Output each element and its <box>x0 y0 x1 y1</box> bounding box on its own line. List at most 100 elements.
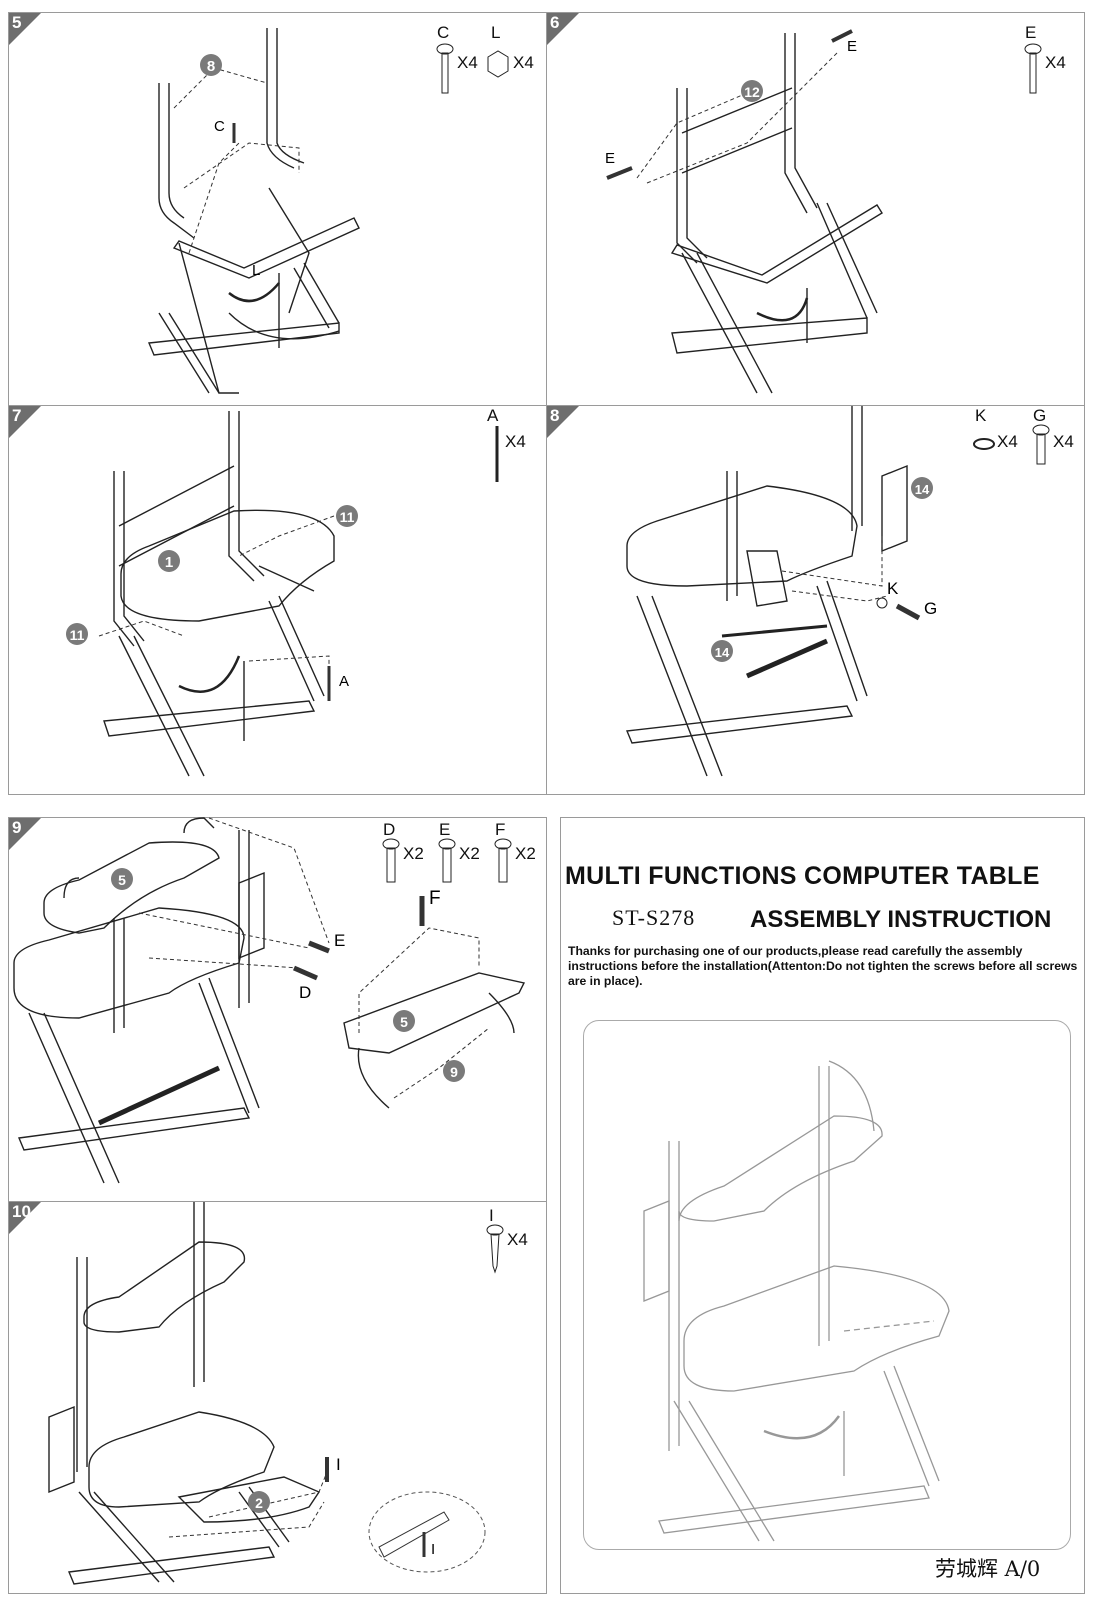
step-10-illustration: 2 I I <box>48 1202 486 1585</box>
part-qty: X4 <box>1053 432 1074 451</box>
nut-label: L <box>252 262 260 279</box>
step-number-badge: 9 <box>9 818 41 850</box>
step-10-panel: 10 2 I I I X4 <box>8 1201 547 1594</box>
parts-legend: C X4 L X4 <box>427 21 547 101</box>
screw-label: C <box>214 118 225 135</box>
part-letter: C <box>437 23 450 42</box>
part-letter: I <box>489 1206 494 1225</box>
detail-screw-label: I <box>431 1541 435 1558</box>
detail-callout <box>368 1491 486 1573</box>
footer-code: 劳城辉 A/0 <box>935 1557 1041 1581</box>
parts-legend: E X4 <box>1017 21 1085 101</box>
finished-product-preview <box>583 1020 1071 1550</box>
step-7-panel: 7 11 11 1 A A X4 <box>8 405 547 795</box>
screw-icon <box>382 838 400 883</box>
tray-number-label: 2 <box>255 1495 263 1511</box>
part-letter: E <box>439 820 451 839</box>
parts-legend: A X4 <box>479 406 547 496</box>
step-number-badge: 7 <box>9 406 41 438</box>
part-letter: E <box>1025 23 1037 42</box>
part-number-label: 14 <box>715 645 730 660</box>
part-callout-circle <box>741 80 763 102</box>
document-title: MULTI FUNCTIONS COMPUTER TABLE <box>565 862 1040 890</box>
part-callout-circle <box>111 868 133 890</box>
step-6-illustration: 12 E E <box>605 29 883 394</box>
part-qty: X2 <box>515 844 536 863</box>
cover-panel <box>560 817 1085 1594</box>
washer-icon <box>973 438 995 450</box>
part-callout-circle <box>336 505 358 527</box>
screw-icon <box>486 1224 504 1274</box>
part-number-label: 12 <box>744 84 760 100</box>
screw-icon <box>438 838 456 883</box>
part-qty: X4 <box>513 53 534 72</box>
screw-icon <box>495 426 499 482</box>
screw-icon <box>1024 43 1042 94</box>
part-callout-circle <box>911 477 933 499</box>
screw-icon <box>436 43 454 94</box>
screw-icon <box>831 29 853 43</box>
part-callout-circle <box>158 550 180 572</box>
part-callout-circle <box>711 640 733 662</box>
step-number-badge: 10 <box>9 1202 41 1234</box>
part-qty: X4 <box>997 432 1018 451</box>
screw-label: E <box>605 150 615 167</box>
screw-label: D <box>299 983 311 1002</box>
screw-icon <box>606 166 633 180</box>
nut-icon <box>487 50 509 78</box>
screw-label: E <box>847 38 857 55</box>
seat-number-label: 1 <box>165 554 173 571</box>
part-number-label: 14 <box>915 482 930 497</box>
parts-legend: D X2 E X2 F X2 <box>377 820 547 900</box>
part-letter: D <box>383 820 396 839</box>
part-qty: X4 <box>1045 53 1066 72</box>
part-qty: X4 <box>505 432 526 451</box>
part-letter: A <box>487 406 499 425</box>
part-number-label: 9 <box>450 1064 458 1080</box>
part-qty: X4 <box>507 1230 528 1249</box>
part-number-label: 5 <box>400 1014 408 1030</box>
finished-table-illustration <box>643 1060 950 1542</box>
part-letter: K <box>975 406 987 425</box>
part-callout-circle <box>248 1491 270 1513</box>
parts-legend: K X4 G X4 <box>965 406 1085 496</box>
washer-label: K <box>887 579 899 598</box>
notice-text: Thanks for purchasing one of our product… <box>568 944 1078 988</box>
step-number-badge: 5 <box>9 13 41 45</box>
part-number-label: 11 <box>70 627 85 643</box>
step-number-badge: 6 <box>547 13 579 45</box>
screw-label: G <box>924 599 937 618</box>
part-callout-circle <box>443 1060 465 1082</box>
step-5-panel: 5 8 C L C <box>8 12 547 406</box>
screw-icon <box>494 838 512 883</box>
part-number-label: 11 <box>340 509 355 525</box>
screw-icon <box>293 965 318 981</box>
model-number: ST-S278 <box>612 905 696 930</box>
step-7-illustration: 11 11 1 A <box>66 411 358 777</box>
step-number-badge: 8 <box>547 406 579 438</box>
step-6-panel: 6 12 E E E X4 <box>546 12 1085 406</box>
step-8-panel: 8 14 14 K G K X4 <box>546 405 1085 795</box>
part-number-label: 8 <box>207 58 215 75</box>
part-letter: L <box>491 23 501 42</box>
step-5-illustration: 8 C L <box>147 28 360 394</box>
screw-icon <box>308 940 330 954</box>
screw-icon <box>895 603 921 621</box>
part-letter: G <box>1033 406 1047 425</box>
screw-label: F <box>429 888 441 909</box>
part-qty: X2 <box>459 844 480 863</box>
parts-legend: I X4 <box>479 1206 547 1286</box>
part-letter: F <box>495 820 506 839</box>
step-9-illustration: 5 E D F 5 9 <box>13 817 526 1184</box>
screw-icon <box>1032 424 1050 465</box>
screw-label: I <box>336 1455 341 1474</box>
part-callout-circle <box>393 1010 415 1032</box>
washer-icon <box>876 597 888 609</box>
document-subtitle: ASSEMBLY INSTRUCTION <box>750 906 1052 933</box>
part-callout-circle <box>66 623 88 645</box>
screw-label: E <box>334 931 345 950</box>
part-qty: X2 <box>403 844 424 863</box>
screw-label: A <box>339 673 349 690</box>
part-callout-circle <box>200 54 222 76</box>
part-qty: X4 <box>457 53 478 72</box>
